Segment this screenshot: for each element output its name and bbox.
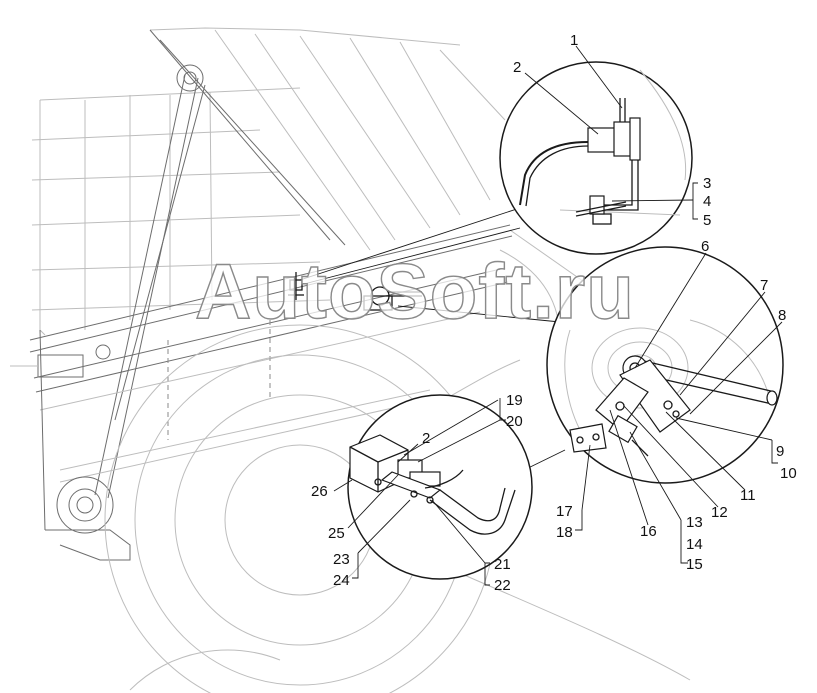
detail-view-c bbox=[347, 394, 533, 580]
callout-19: 19 bbox=[506, 392, 523, 409]
callout-2: 2 bbox=[513, 59, 521, 76]
callout-16: 16 bbox=[640, 523, 657, 540]
callout-15: 15 bbox=[686, 556, 703, 573]
callout-20: 20 bbox=[506, 413, 523, 430]
detail-view-a bbox=[499, 61, 693, 255]
callout-22: 22 bbox=[494, 577, 511, 594]
callout-14: 14 bbox=[686, 536, 703, 553]
callout-18: 18 bbox=[556, 524, 573, 541]
callout-9: 9 bbox=[776, 443, 784, 460]
callout-26: 26 bbox=[311, 483, 328, 500]
callout-1: 1 bbox=[570, 32, 578, 49]
callout-labels: 1 2 3 4 5 6 7 8 9 10 11 12 13 14 15 16 1… bbox=[311, 32, 797, 594]
detail-view-b bbox=[546, 246, 784, 484]
watermark-text: AutoSoft.ru bbox=[195, 247, 635, 335]
callout-4: 4 bbox=[703, 193, 711, 210]
callout-17: 17 bbox=[556, 503, 573, 520]
callout-13: 13 bbox=[686, 514, 703, 531]
callout-12: 12 bbox=[711, 504, 728, 521]
callout-2-detail-c: 2 bbox=[422, 430, 430, 447]
callout-10: 10 bbox=[780, 465, 797, 482]
callout-24: 24 bbox=[333, 572, 350, 589]
callout-25: 25 bbox=[328, 525, 345, 542]
callout-21: 21 bbox=[494, 556, 511, 573]
callout-leaders bbox=[333, 45, 783, 586]
sensor-bracket-small bbox=[363, 286, 422, 311]
callout-5: 5 bbox=[703, 212, 711, 229]
callout-7: 7 bbox=[760, 277, 768, 294]
callout-6: 6 bbox=[701, 238, 709, 255]
callout-8: 8 bbox=[778, 307, 786, 324]
callout-3: 3 bbox=[703, 175, 711, 192]
callout-23: 23 bbox=[333, 551, 350, 568]
sensor-on-boom-small bbox=[288, 272, 304, 300]
callout-11: 11 bbox=[740, 487, 756, 504]
